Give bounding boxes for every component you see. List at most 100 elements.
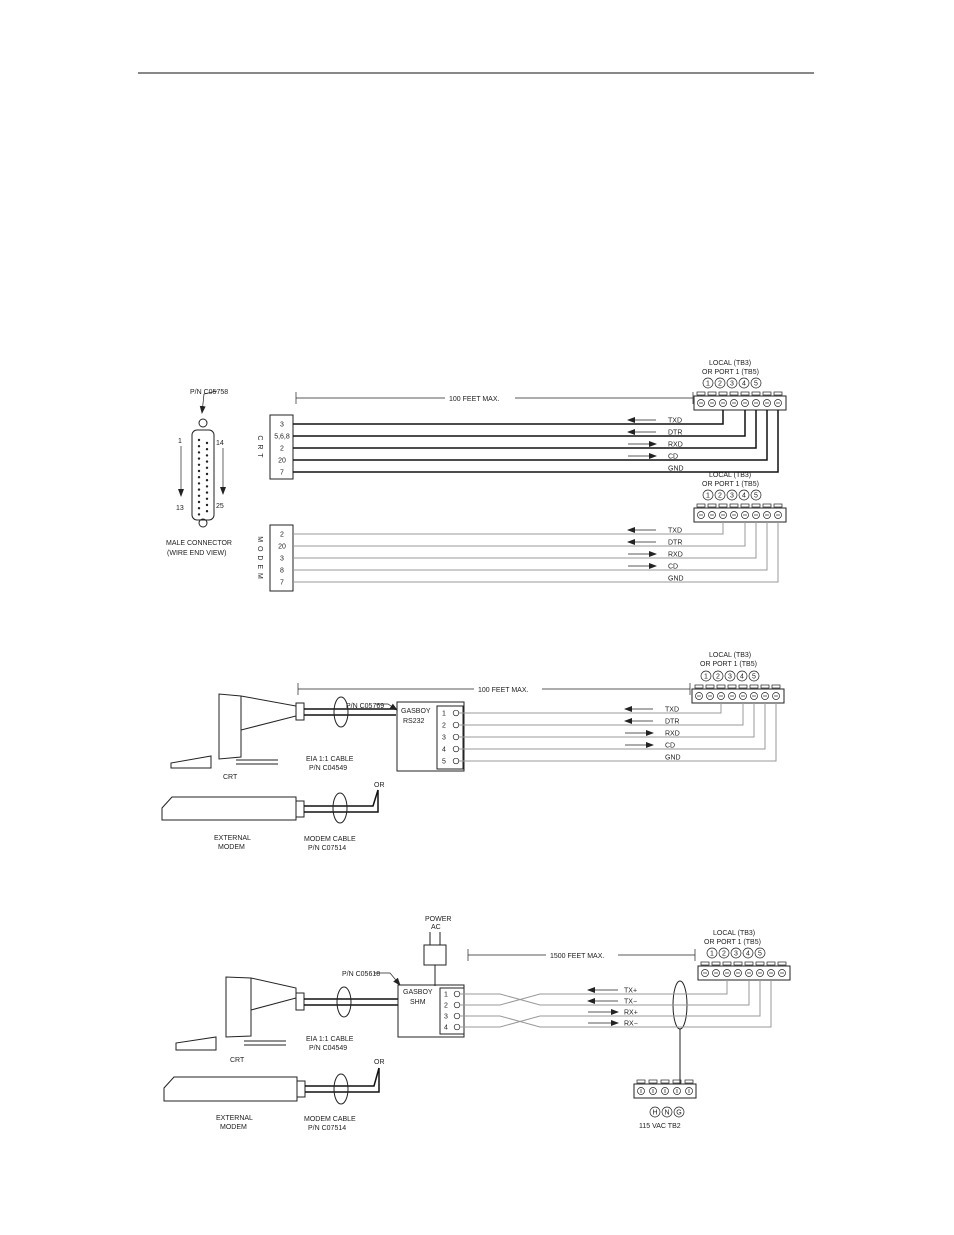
terminal-number-circle: [750, 377, 762, 389]
terminal-number-circle: [714, 377, 726, 389]
terminal-number-circle: [714, 489, 726, 501]
crt-pin-number: 5,6,8: [274, 434, 290, 441]
shm-pair-wire: [460, 993, 560, 1006]
distance-label: 100 FEET MAX.: [449, 396, 500, 403]
db25-pin: [197, 469, 201, 473]
db25-pin: [205, 466, 209, 469]
terminal-screw: [708, 511, 716, 519]
crt-signal-label: DTR: [668, 430, 682, 437]
power-label-line2: AC: [431, 924, 441, 931]
crt-signal-label: GND: [668, 466, 684, 473]
power-terminal-strip: [633, 1083, 697, 1099]
db25-pin: [197, 438, 201, 442]
rs232-pin-number: 4: [442, 747, 446, 754]
rs232-wire: [459, 703, 744, 726]
external-modem-line1-b: EXTERNAL: [216, 1115, 253, 1122]
power-terminal-screw: [637, 1087, 645, 1095]
figure-3-shm-connection: POWER AC CRT EIA 1:1 CABLE P/N C04549 P/…: [163, 916, 761, 1132]
terminal-screw: [752, 399, 760, 407]
rs232-pin-number: 5: [442, 759, 446, 766]
shm-wire: [560, 980, 728, 995]
power-terminal-screw: [685, 1087, 693, 1095]
external-modem-b: [163, 1076, 306, 1102]
shm-terminal-screw: [453, 990, 461, 998]
modem-cable-line1-a: MODEM CABLE: [304, 836, 356, 843]
db25-pin: [205, 448, 209, 451]
terminal-screw: [719, 511, 727, 519]
terminal-number: 1: [704, 674, 708, 681]
terminal-header-line1-a: LOCAL (TB3): [709, 360, 751, 367]
crt-wire: [293, 410, 724, 425]
terminal-screw: [730, 399, 738, 407]
modem-signal-label: CD: [668, 564, 678, 571]
external-modem-line2-b: MODEM: [220, 1124, 247, 1131]
terminal-screw: [723, 969, 731, 977]
modem-pin-number: 8: [280, 568, 284, 575]
crt-pin-number: 7: [280, 470, 284, 477]
crt-wire: [293, 410, 757, 449]
rs232-signal-label: DTR: [665, 719, 679, 726]
distance-label-2: 100 FEET MAX.: [478, 687, 529, 694]
modem-wire: [293, 522, 746, 547]
power-terminal-circle: [673, 1106, 685, 1118]
power-terminal-letter: N: [664, 1110, 669, 1117]
modem-wire: [293, 522, 757, 559]
modem-signal-label: DTR: [668, 540, 682, 547]
terminal-number-circle: [750, 489, 762, 501]
shm-signal-label: RX+: [624, 1010, 638, 1017]
modem-signal-label: GND: [668, 576, 684, 583]
rs232-terminal-screw: [452, 745, 460, 753]
shm-pin-number: 3: [444, 1014, 448, 1021]
rs232-wire: [459, 703, 777, 762]
terminal-number: 5: [754, 381, 758, 388]
modem-signal-label: TXD: [668, 528, 682, 535]
terminal-screw: [717, 692, 725, 700]
db25-pin: [205, 497, 209, 500]
box-part-number-b: P/N C05618: [342, 971, 380, 978]
connector-caption-line2: (WIRE END VIEW): [167, 550, 227, 557]
modem-signal-label: RXD: [668, 552, 683, 559]
terminal-screw: [741, 399, 749, 407]
db25-pin: [197, 500, 201, 504]
rs232-terminal-screw: [452, 757, 460, 765]
rs232-terminal-screw: [452, 709, 460, 717]
terminal-screw: [712, 969, 720, 977]
shm-signal-label: RX−: [624, 1021, 638, 1028]
terminal-strip-tb-d: [697, 965, 791, 981]
rs232-wire: [459, 703, 722, 714]
terminal-number: 1: [710, 951, 714, 958]
external-modem-line1-a: EXTERNAL: [214, 835, 251, 842]
eia-cable-line2-b: P/N C04549: [309, 1045, 347, 1052]
external-modem-a: [161, 796, 305, 821]
db25-pin: [197, 507, 201, 510]
terminal-number: 4: [740, 674, 744, 681]
terminal-screw: [706, 692, 714, 700]
terminal-screw: [752, 511, 760, 519]
db25-pin: [205, 454, 209, 457]
db25-pin: [197, 476, 201, 479]
terminal-number: 3: [728, 674, 732, 681]
pin-25-label: 25: [216, 503, 224, 510]
crt-pin-number: 3: [280, 422, 284, 429]
eia-cable-line2-a: P/N C04549: [309, 765, 347, 772]
rs232-signal-label: GND: [665, 755, 681, 762]
power-terminal-letter: H: [652, 1110, 657, 1117]
modem-pin-number: 2: [280, 532, 284, 539]
terminal-screw: [730, 511, 738, 519]
eia-cable-line1-b: EIA 1:1 CABLE: [306, 1036, 354, 1043]
terminal-screw: [772, 692, 780, 700]
db25-pin: [197, 457, 201, 460]
distance-label-3: 1500 FEET MAX.: [550, 953, 604, 960]
rs232-pin-number: 3: [442, 735, 446, 742]
shm-terminal-screw: [453, 1001, 461, 1009]
db25-pin: [197, 445, 201, 448]
terminal-screw: [763, 511, 771, 519]
terminal-strip-tb-a: [693, 395, 787, 411]
crt-monitor-b: [175, 976, 305, 1051]
shm-wire: [560, 980, 772, 1028]
terminal-number: 5: [758, 951, 762, 958]
power-terminal-caption: 115 VAC TB2: [639, 1123, 681, 1130]
rs232-terminal-screw: [452, 721, 460, 729]
shm-pair-wire: [460, 1015, 560, 1028]
